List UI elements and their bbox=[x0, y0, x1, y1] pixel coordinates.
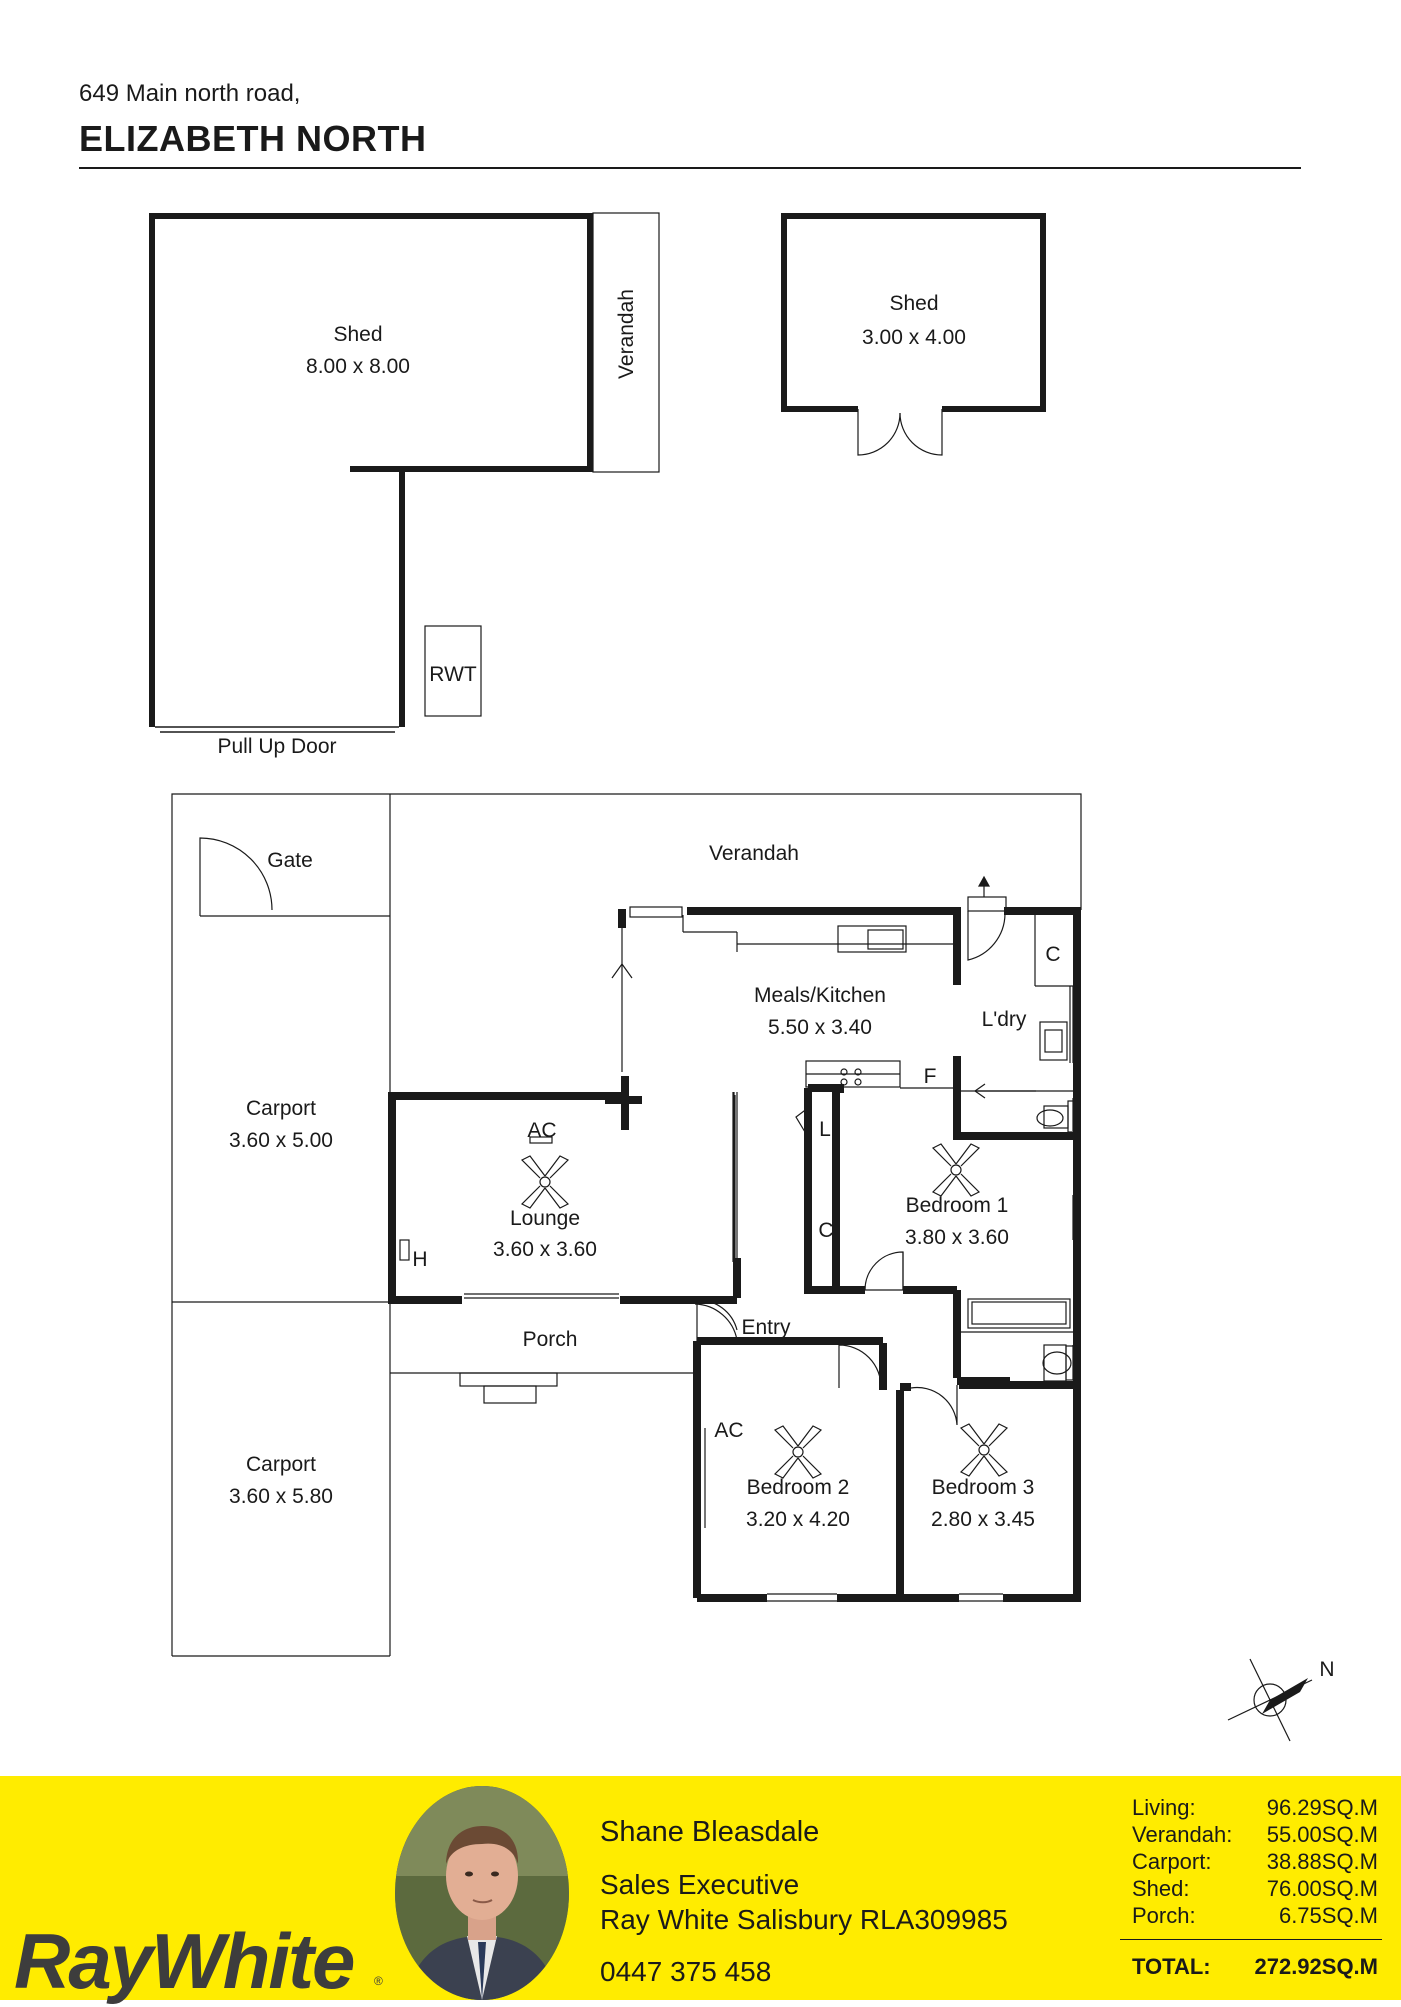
agent-phone[interactable]: 0447 375 458 bbox=[600, 1956, 772, 1987]
carport-1-name: Carport bbox=[246, 1097, 316, 1120]
big-shed-size: 8.00 x 8.00 bbox=[306, 355, 410, 378]
ceiling-fan-icon bbox=[520, 1155, 570, 1209]
total-area: TOTAL: 272.92SQ.M bbox=[1132, 1954, 1378, 1980]
gate-label: Gate bbox=[267, 849, 313, 872]
agent-footer: RayWhite ® Shane Bleasdale Sales Executi… bbox=[0, 1776, 1401, 2005]
area-summary: Living: 96.29SQ.M Verandah: 55.00SQ.M Carp… bbox=[1132, 1794, 1378, 1929]
heater-label: H bbox=[412, 1248, 427, 1271]
area-value: 76.00SQ.M bbox=[1266, 1876, 1378, 1901]
area-label: Shed: bbox=[1132, 1876, 1190, 1901]
porch-label: Porch bbox=[523, 1328, 578, 1351]
verandah-top-label: Verandah bbox=[615, 289, 638, 379]
meals-kitchen-name: Meals/Kitchen bbox=[754, 984, 886, 1007]
ceiling-fan-icon bbox=[959, 1423, 1009, 1477]
linen-label: L bbox=[819, 1118, 831, 1141]
agent-name: Shane Bleasdale bbox=[600, 1816, 820, 1848]
ceiling-fan-icon bbox=[773, 1425, 823, 1479]
house-walls bbox=[388, 907, 1081, 1602]
property-suburb: ELIZABETH NORTH bbox=[79, 118, 427, 159]
property-address: 649 Main north road, bbox=[79, 80, 301, 107]
total-label: TOTAL: bbox=[1132, 1954, 1211, 1979]
rwt-label: RWT bbox=[429, 663, 477, 686]
pull-up-door-label: Pull Up Door bbox=[217, 735, 336, 758]
small-shed bbox=[781, 213, 1046, 456]
area-value: 96.29SQ.M bbox=[1266, 1795, 1378, 1820]
big-shed-name: Shed bbox=[333, 323, 382, 346]
ac-lounge-label: AC bbox=[527, 1119, 556, 1142]
area-label: Carport: bbox=[1132, 1849, 1212, 1874]
carport-2-size: 3.60 x 5.80 bbox=[229, 1485, 333, 1508]
cupboard-laundry-label: C bbox=[1045, 943, 1060, 966]
north-label: N bbox=[1319, 1658, 1334, 1681]
raywhite-logo: RayWhite bbox=[14, 1917, 355, 2005]
carport-1-size: 3.60 x 5.00 bbox=[229, 1129, 333, 1152]
logo-registered-mark: ® bbox=[374, 1974, 383, 1988]
area-row: Carport: 38.88SQ.M bbox=[1132, 1848, 1378, 1875]
area-label: Living: bbox=[1132, 1795, 1196, 1820]
area-label: Porch: bbox=[1132, 1903, 1196, 1928]
floor-plan: Shed 8.00 x 8.00 Verandah RWT Pull Up Do… bbox=[149, 212, 1335, 1742]
area-value: 55.00SQ.M bbox=[1266, 1822, 1378, 1847]
house-details bbox=[399, 875, 1081, 1602]
bedroom-2-name: Bedroom 2 bbox=[747, 1476, 850, 1499]
area-value: 38.88SQ.M bbox=[1266, 1849, 1378, 1874]
bedroom-2-size: 3.20 x 4.20 bbox=[746, 1508, 850, 1531]
total-value: 272.92SQ.M bbox=[1254, 1954, 1378, 1979]
fridge-label: F bbox=[924, 1065, 937, 1088]
area-value: 6.75SQ.M bbox=[1278, 1903, 1378, 1928]
bedroom-1-size: 3.80 x 3.60 bbox=[905, 1226, 1009, 1249]
verandah-main-label: Verandah bbox=[709, 842, 799, 865]
small-shed-size: 3.00 x 4.00 bbox=[862, 326, 966, 349]
carport-2-name: Carport bbox=[246, 1453, 316, 1476]
ac-bedroom-2-label: AC bbox=[714, 1419, 743, 1442]
area-row: Verandah: 55.00SQ.M bbox=[1132, 1821, 1378, 1848]
big-shed bbox=[149, 212, 660, 733]
cupboard-hall-label: C bbox=[818, 1219, 833, 1242]
bedroom-3-name: Bedroom 3 bbox=[932, 1476, 1035, 1499]
area-row: Porch: 6.75SQ.M bbox=[1132, 1902, 1378, 1929]
entry-label: Entry bbox=[741, 1316, 791, 1339]
area-row: Living: 96.29SQ.M bbox=[1132, 1794, 1378, 1821]
total-divider bbox=[1120, 1939, 1382, 1940]
area-label: Verandah: bbox=[1132, 1822, 1233, 1847]
bedroom-1-name: Bedroom 1 bbox=[906, 1194, 1009, 1217]
bedroom-3-size: 2.80 x 3.45 bbox=[931, 1508, 1035, 1531]
lounge-size: 3.60 x 3.60 bbox=[493, 1238, 597, 1261]
small-shed-name: Shed bbox=[889, 292, 938, 315]
header-divider bbox=[79, 167, 1301, 169]
agent-photo bbox=[395, 1786, 569, 2000]
area-row: Shed: 76.00SQ.M bbox=[1132, 1875, 1378, 1902]
north-arrow-icon bbox=[1227, 1658, 1313, 1742]
lounge-name: Lounge bbox=[510, 1207, 580, 1230]
meals-kitchen-size: 5.50 x 3.40 bbox=[768, 1016, 872, 1039]
agent-office: Ray White Salisbury RLA309985 bbox=[600, 1904, 1008, 1935]
laundry-label: L'dry bbox=[982, 1008, 1027, 1031]
agent-title: Sales Executive bbox=[600, 1869, 800, 1900]
ceiling-fan-icon bbox=[931, 1143, 981, 1197]
